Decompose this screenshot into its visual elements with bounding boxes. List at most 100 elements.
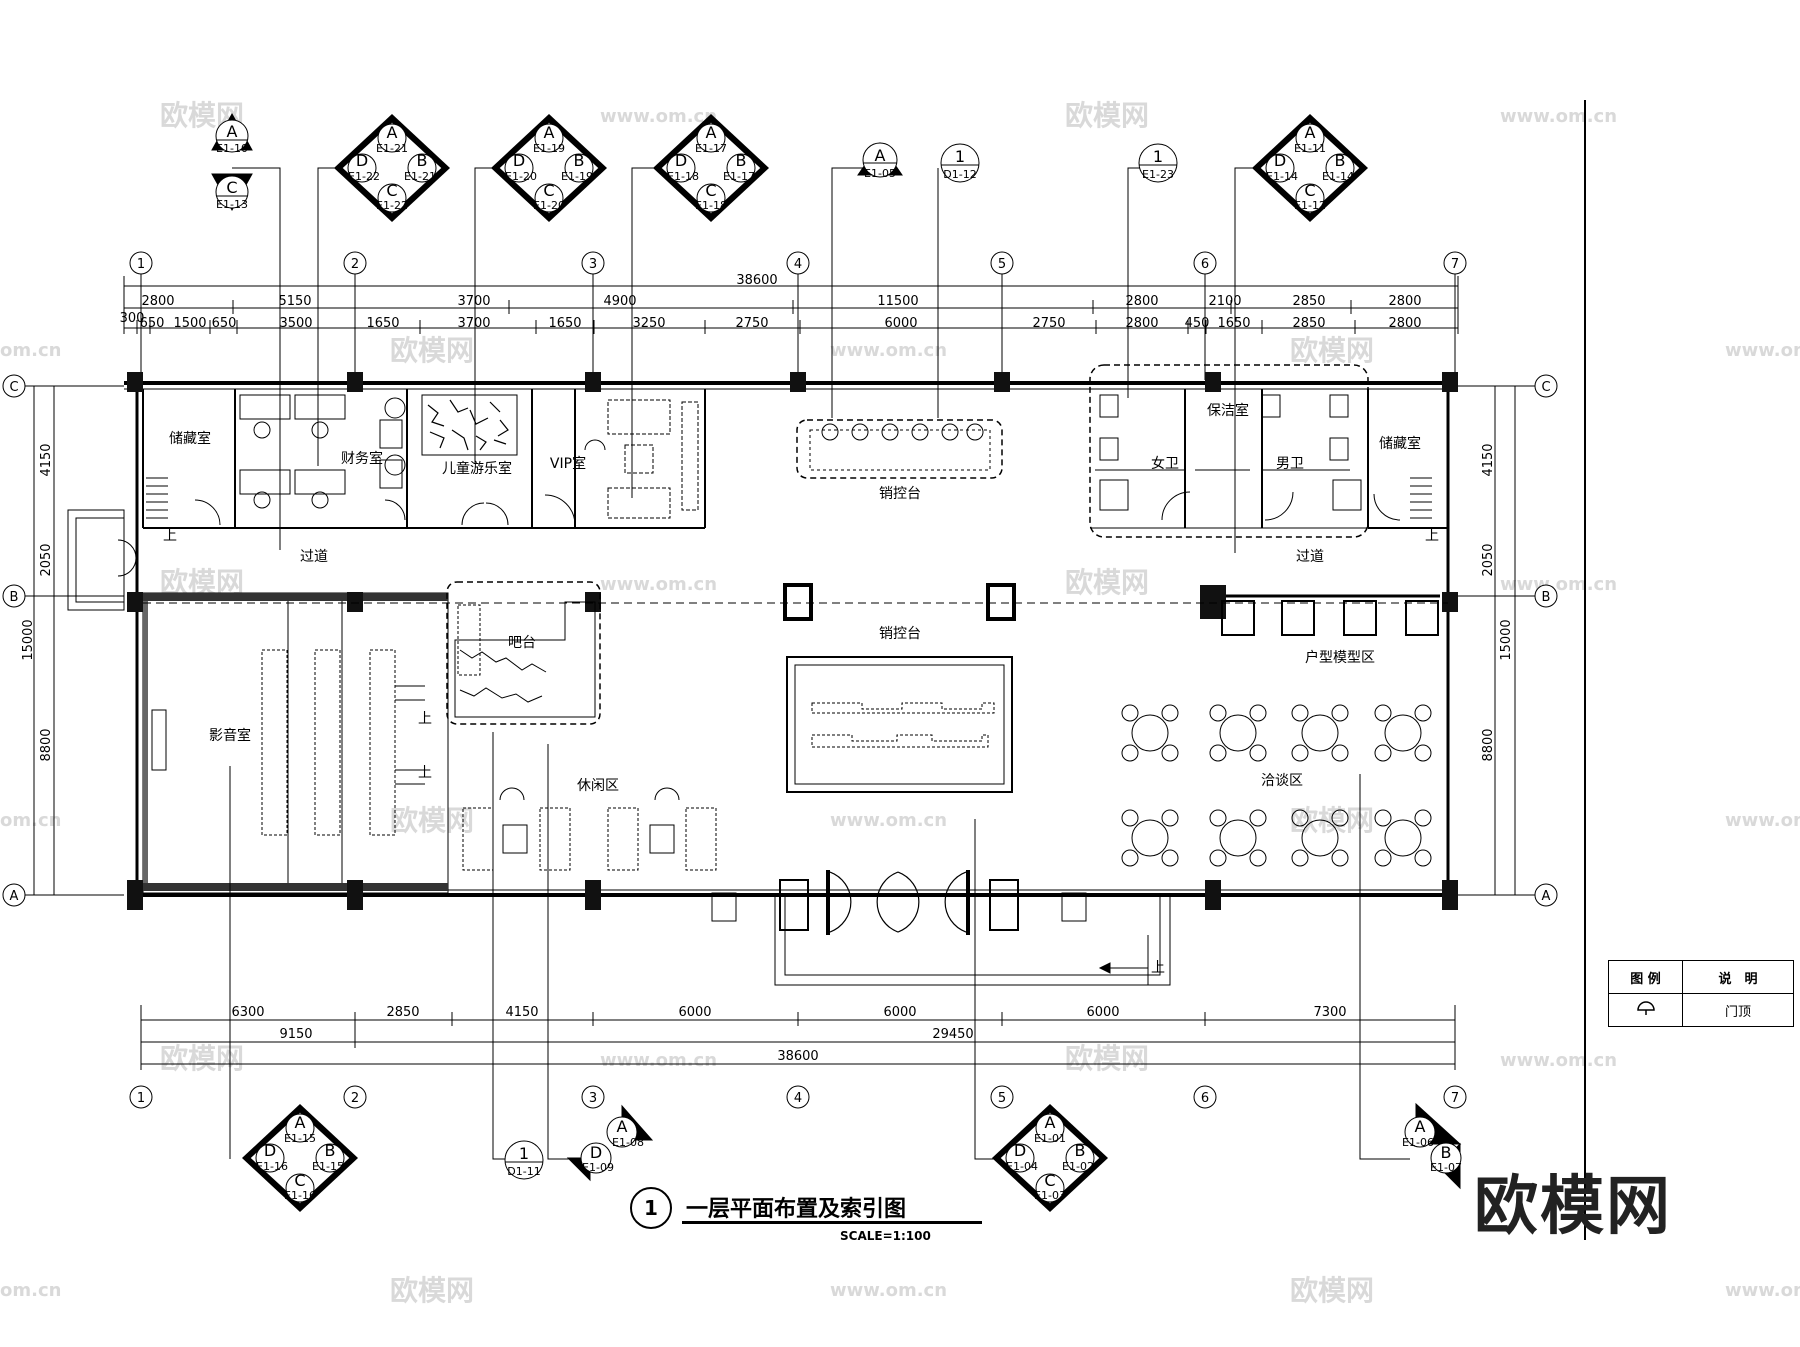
tag-letter: C	[705, 181, 716, 200]
stair-up-label: 上	[1425, 528, 1439, 544]
dim-label: 2800	[1125, 316, 1158, 331]
dim-label: 2050	[39, 543, 54, 576]
tag-letter: C	[226, 178, 237, 197]
grid-axes-top: 1 2 3 4 5 6 7	[129, 251, 1467, 380]
title-underline	[682, 1221, 982, 1224]
dim-label: 1650	[1217, 316, 1250, 331]
bar-counter	[446, 581, 601, 725]
building-walls	[67, 381, 1455, 986]
drawing-scale: SCALE=1:100	[840, 1229, 931, 1243]
lounge-furniture	[462, 787, 717, 871]
room-label-bar: 吧台	[508, 635, 536, 651]
watermark: www.om.cn	[1725, 1280, 1800, 1301]
top-dimension-labels: 38600 2800 5150 3700 4900 11500 2800 210…	[120, 273, 1422, 331]
tag-ref: D1-11	[507, 1165, 540, 1178]
axis-label: 5	[998, 1091, 1006, 1106]
tag-ref: E1-11	[1294, 142, 1326, 155]
tag-letter: D	[264, 1141, 276, 1160]
tag-letter: D	[675, 151, 687, 170]
room-label-sales-center: 销控台	[879, 626, 921, 642]
tag-ref: E1-03	[1034, 1189, 1066, 1202]
index-tag-e1-17	[653, 114, 769, 222]
watermark: 欧模网	[1065, 566, 1149, 599]
tag-ref: E1-18	[667, 170, 699, 183]
watermark: 欧模网	[1290, 1274, 1374, 1307]
dim-label: 1650	[366, 316, 399, 331]
tag-ref: E1-10	[216, 142, 248, 155]
dim-label: 3250	[632, 316, 665, 331]
axis-label: C	[1541, 380, 1550, 395]
tag-ref: E1-21	[404, 170, 436, 183]
watermark: om.cn	[0, 810, 61, 831]
tag-ref: E1-20	[533, 199, 565, 212]
room-label-corridor-right: 过道	[1296, 549, 1324, 565]
tag-letter: D	[513, 151, 525, 170]
watermark: www.om.cn	[830, 1280, 947, 1301]
tag-ref: E1-01	[1034, 1132, 1066, 1145]
tag-ref: E1-22	[348, 170, 380, 183]
index-tag-e1-10	[211, 112, 253, 212]
tag-ref: E1-21	[376, 142, 408, 155]
axis-label: A	[1542, 889, 1551, 904]
legend-table: 图 例 说 明 门顶	[1608, 960, 1794, 1027]
room-label-finance: 财务室	[341, 450, 383, 467]
dim-label: 4900	[603, 294, 636, 309]
tag-letter: A	[617, 1117, 628, 1136]
tag-ref: E1-15	[312, 1160, 344, 1173]
dim-label: 2850	[386, 1005, 419, 1020]
room-label-men: 男卫	[1276, 456, 1304, 472]
stair-up-label: 上	[418, 711, 432, 727]
watermark: www.om.cn	[830, 810, 947, 831]
dim-label: 6000	[884, 316, 917, 331]
watermark: www.om.cn	[600, 1050, 717, 1071]
tag-letter: D	[1014, 1141, 1026, 1160]
tag-letter: B	[1075, 1141, 1086, 1160]
finance-furniture	[239, 394, 406, 509]
watermark: om.cn	[0, 340, 61, 361]
dim-label: 2800	[1125, 294, 1158, 309]
tag-letter: B	[1335, 151, 1346, 170]
tag-ref: E1-18	[695, 199, 727, 212]
entrance-doors	[711, 870, 1149, 985]
index-tag-e1-05	[857, 142, 903, 178]
dim-label: 3700	[457, 316, 490, 331]
tag-ref: E1-16	[284, 1189, 316, 1202]
sales-model-center	[786, 656, 1013, 793]
dim-label: 300	[120, 311, 145, 326]
room-label-lounge: 休闲区	[577, 778, 619, 794]
kids-play-area	[421, 394, 518, 456]
tag-letter: D	[1274, 151, 1286, 170]
tag-letter: A	[875, 146, 886, 165]
legend-header-desc: 说 明	[1682, 960, 1794, 994]
bottom-dimensions	[140, 1005, 1456, 1070]
tag-letter: D	[590, 1143, 602, 1162]
watermarks: 欧模网 www.om.cn 欧模网 www.om.cn om.cn 欧模网 ww…	[0, 99, 1800, 1307]
room-label-cleaning: 保洁室	[1207, 402, 1249, 419]
watermark: www.om.cn	[1500, 574, 1617, 595]
legend-header-row: 图 例 说 明	[1608, 960, 1794, 994]
dim-label: 8800	[39, 728, 54, 761]
drawing-title: 一层平面布置及索引图	[686, 1197, 907, 1222]
watermark: www.om.cn	[600, 106, 717, 127]
axis-label: 5	[998, 257, 1006, 272]
door-swings	[117, 491, 1401, 577]
index-tag-e1-01	[992, 1104, 1108, 1212]
tag-letter: C	[543, 181, 554, 200]
vip-furniture	[584, 399, 699, 519]
index-tag-d1-11	[504, 1140, 544, 1180]
index-tag-e1-08	[566, 1104, 654, 1182]
stair-up-label: 上	[163, 528, 177, 544]
index-tag-e1-19	[491, 114, 607, 222]
watermark: om.cn	[0, 1280, 61, 1301]
tag-letter: A	[1415, 1117, 1426, 1136]
watermark: 欧模网	[390, 1274, 474, 1307]
room-label-negotiation: 洽谈区	[1261, 773, 1303, 789]
room-label-storage-right: 储藏室	[1379, 435, 1421, 452]
axis-label: 2	[351, 257, 359, 272]
dim-label: 11500	[877, 294, 918, 309]
dim-label: 5150	[278, 294, 311, 309]
dim-label: 3500	[279, 316, 312, 331]
tag-ref: E1-14	[1266, 170, 1298, 183]
legend-header-symbol: 图 例	[1608, 960, 1683, 994]
dim-label: 2800	[1388, 294, 1421, 309]
